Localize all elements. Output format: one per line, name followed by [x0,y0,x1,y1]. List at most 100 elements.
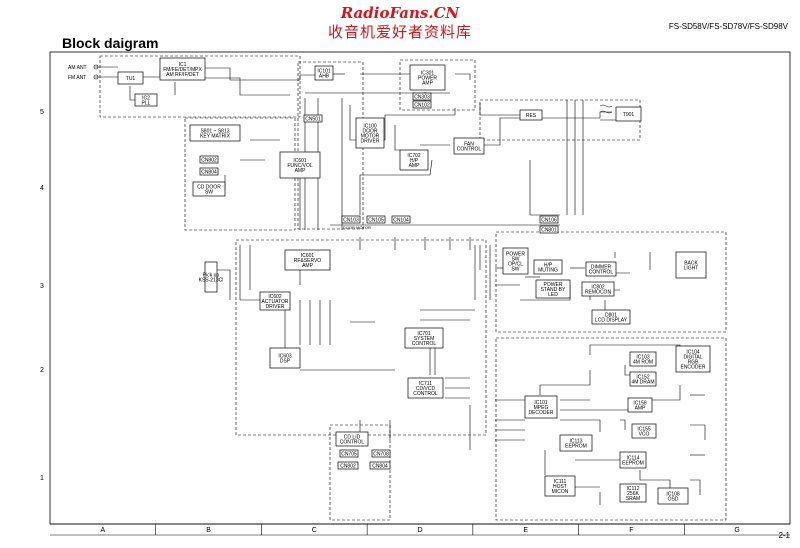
watermark-title: RadioFans.CN [340,4,460,22]
block-label: KEY MATRIX [200,133,230,139]
block-label: IC100 [363,123,377,129]
block-box [453,137,485,155]
block-label: SRAM [626,496,640,502]
block-label: CD LID [344,434,361,440]
page-number: 2-1 [778,531,790,540]
block-label: IC158 [633,400,647,406]
block-box [399,149,429,171]
row-label: 3 [40,283,44,290]
row-label: 1 [40,475,44,482]
block-box [535,279,571,299]
block-label: CD/VCD [416,386,436,392]
block-tu1: TU1 [117,71,144,85]
block-label: LCD DISPLAY [595,317,628,323]
block-box [199,167,219,176]
block-label: MUTING [538,267,558,273]
block-box [581,281,615,297]
block-box [391,215,411,224]
block-label: CN106 [541,217,557,223]
column-label: B [206,527,211,534]
block-label: CN802 [201,157,217,163]
block-label: CN303 [414,94,430,100]
block-label: CN104 [393,217,409,223]
block-box [675,251,707,279]
block-cn501: CN501 [303,114,323,123]
block-label: S801 ~ S813 [200,128,229,134]
block-box [404,327,444,349]
block-label: CONTROL [457,146,482,152]
block-box [303,114,323,123]
block-cn801: CN801 [539,225,559,234]
block-box [631,423,657,439]
block-box [585,261,617,277]
block-label: DIMMER [591,264,612,270]
block-box [539,225,559,234]
block-box [284,249,331,271]
block-label: IC702 [407,153,421,159]
block-cn106: CN106 [539,215,559,224]
block-label: AMP [422,80,434,86]
block-box [591,309,631,325]
block-cn105: CN105 [366,215,386,224]
block-box [407,377,444,399]
block-label: AM RF/IF/DET [166,72,199,78]
block-box [117,71,144,85]
column-label: F [629,527,633,534]
block-label: SYSTEM [414,336,435,342]
block-label: RGB [688,359,700,365]
block-label: 4M ROM [633,359,653,365]
column-label: C [312,527,317,534]
row-label: 5 [40,109,44,116]
column-label: A [101,527,106,534]
block-cn303: CN303 [412,92,432,101]
fm-antenna-icon [93,74,99,80]
block-cn802b: CN802 [337,461,359,470]
block-label: SW [511,266,519,272]
block-label: ACTUATOR [261,299,288,305]
block-label: DRIVER [266,304,285,310]
block-box [369,461,391,470]
block-label: POWER [418,75,437,81]
block-label: POWER [506,251,525,257]
block-box [519,109,543,121]
model-numbers: FS-SD58V/FS-SD78V/FS-SD98V [668,22,788,31]
block-label: ENCODER [680,364,705,370]
block-label: IC101 [317,68,331,74]
block-label: FAN [464,141,474,147]
block-box [412,100,432,109]
block-label: OSD [668,496,679,502]
block-label: H/P [410,158,419,164]
block-box [629,351,657,367]
block-label: DIGITAL [683,354,702,360]
block-box [189,124,241,142]
block-label: 4M DRAM [631,379,654,385]
block-label: EEPROM [565,443,587,449]
block-box [629,371,657,387]
block-box [539,215,559,224]
block-box [199,155,219,164]
block-label: AMP [635,405,647,411]
block-label: EEPROM [622,460,644,466]
block-label: IC301 [421,70,435,76]
column-label: D [417,527,422,534]
block-label: CD DOOR [197,184,221,190]
block-label: CONTROL [340,439,365,445]
